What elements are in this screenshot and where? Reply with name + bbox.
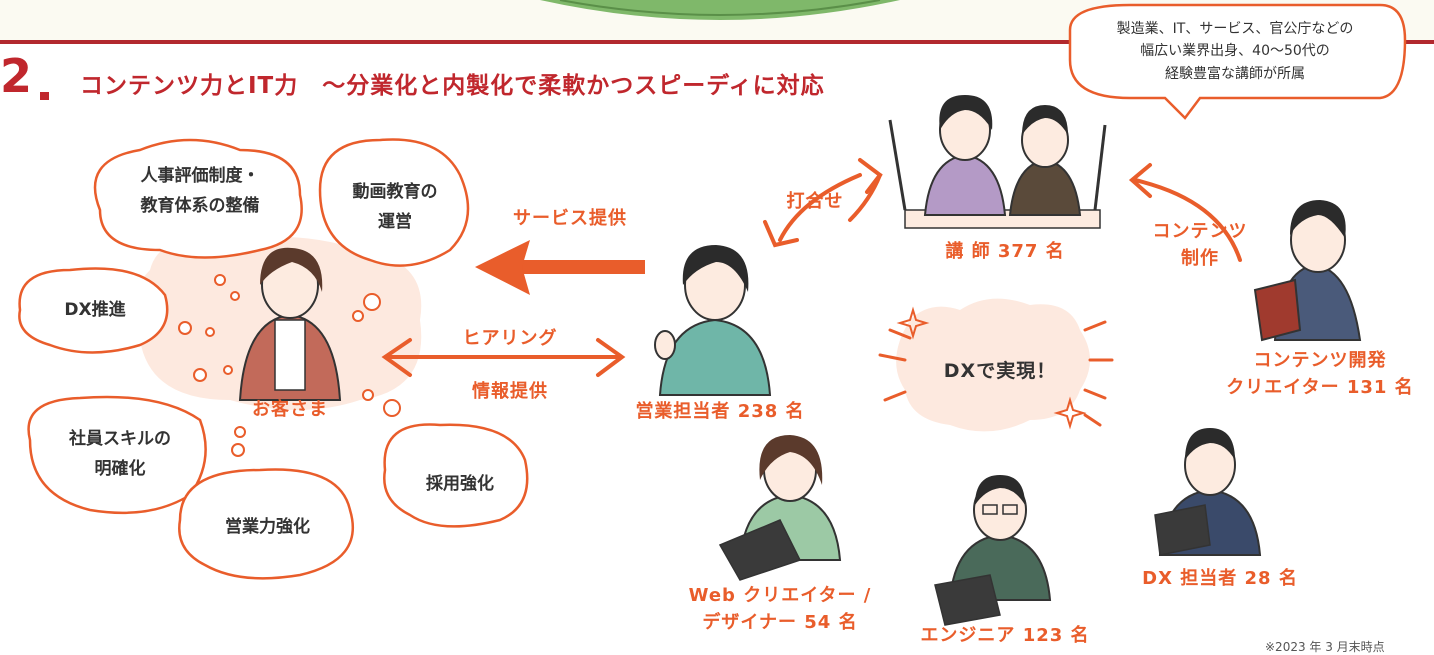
role-content-dev: コンテンツ開発 クリエイター 131 名 (1215, 347, 1425, 401)
bubble-hr (93, 138, 303, 259)
role-web-creator: Web クリエイター / デザイナー 54 名 (670, 582, 890, 636)
speech-line-1: 製造業、IT、サービス、官公庁などの (1116, 21, 1354, 37)
bubble-dx (18, 267, 169, 354)
bubble-hiring (383, 423, 529, 528)
role-dx-staff: DX 担当者 28 名 (1142, 568, 1298, 589)
need-hiring: 採用強化 (426, 474, 494, 494)
flow-info: 情報提供 (472, 381, 548, 402)
dx-burst (878, 320, 1114, 427)
need-hr-line1: 人事評価制度・ (140, 166, 260, 186)
bubble-video (318, 138, 470, 267)
need-dx: DX推進 (64, 300, 126, 320)
hearing-arrow (381, 338, 626, 377)
need-skill-line1: 社員スキルの (69, 429, 171, 449)
content-arrow (1128, 163, 1242, 262)
section-heading: コンテンツ力とIT力 〜分業化と内製化で柔軟かつスピーディに対応 (80, 73, 825, 99)
section-number: 2 (0, 49, 33, 103)
thought-dots (178, 274, 401, 457)
flow-meeting: 打合せ (786, 191, 844, 212)
need-sales: 営業力強化 (225, 517, 310, 537)
footnote: ※2023 年 3 月末時点 (1265, 640, 1385, 654)
flow-hearing: ヒアリング (462, 328, 558, 349)
dx-staff-figure (1154, 428, 1262, 556)
service-arrow (475, 240, 645, 295)
dx-cloud (896, 298, 1090, 432)
sales-rep-figure (654, 245, 772, 396)
need-skill: 社員スキルの 明確化 (35, 425, 205, 485)
speech-bubble (1068, 3, 1407, 120)
role-sales-rep: 営業担当者 238 名 (635, 401, 805, 422)
meeting-arrow (763, 158, 883, 248)
need-hr: 人事評価制度・ 教育体系の整備 (100, 162, 300, 222)
role-content-dev-line1: コンテンツ開発 (1253, 350, 1387, 371)
need-skill-line2: 明確化 (94, 458, 146, 479)
role-lecturer: 講 師 377 名 (945, 241, 1065, 262)
title-rule (0, 40, 1434, 44)
speech-line-3: 経験豊富な講師が所属 (1165, 65, 1305, 82)
flow-content-line2: 制作 (1181, 248, 1219, 269)
bubble-sales (178, 468, 355, 580)
speech-bubble-text: 製造業、IT、サービス、官公庁などの 幅広い業界出身、40〜50代の 経験豊富な… (1075, 18, 1395, 85)
section-number-dot (40, 92, 49, 100)
flow-content-line1: コンテンツ (1152, 221, 1248, 242)
role-content-dev-line2: クリエイター 131 名 (1226, 377, 1414, 398)
bubble-skill (27, 395, 207, 515)
role-engineer: エンジニア 123 名 (920, 625, 1090, 646)
lecturer-figures (888, 95, 1107, 229)
need-video: 動画教育の 運営 (325, 178, 465, 238)
need-hr-line2: 教育体系の整備 (140, 195, 260, 216)
dx-realize-label: DXで実現！ (943, 360, 1057, 382)
customer-figure (238, 247, 342, 401)
need-video-line2: 運営 (378, 211, 412, 232)
content-creator-figure (1253, 200, 1362, 342)
flow-service: サービス提供 (513, 208, 627, 229)
engineer-figure (934, 475, 1052, 626)
speech-line-2: 幅広い業界出身、40〜50代の (1140, 43, 1330, 60)
role-web-line2: デザイナー 54 名 (702, 612, 858, 633)
web-creator-figure (718, 435, 842, 581)
sparkle-icon (896, 306, 1087, 430)
role-customer: お客さま (252, 399, 328, 420)
role-web-line1: Web クリエイター / (688, 585, 872, 606)
need-video-line1: 動画教育の (352, 182, 438, 202)
flow-content: コンテンツ 制作 (1135, 218, 1265, 272)
